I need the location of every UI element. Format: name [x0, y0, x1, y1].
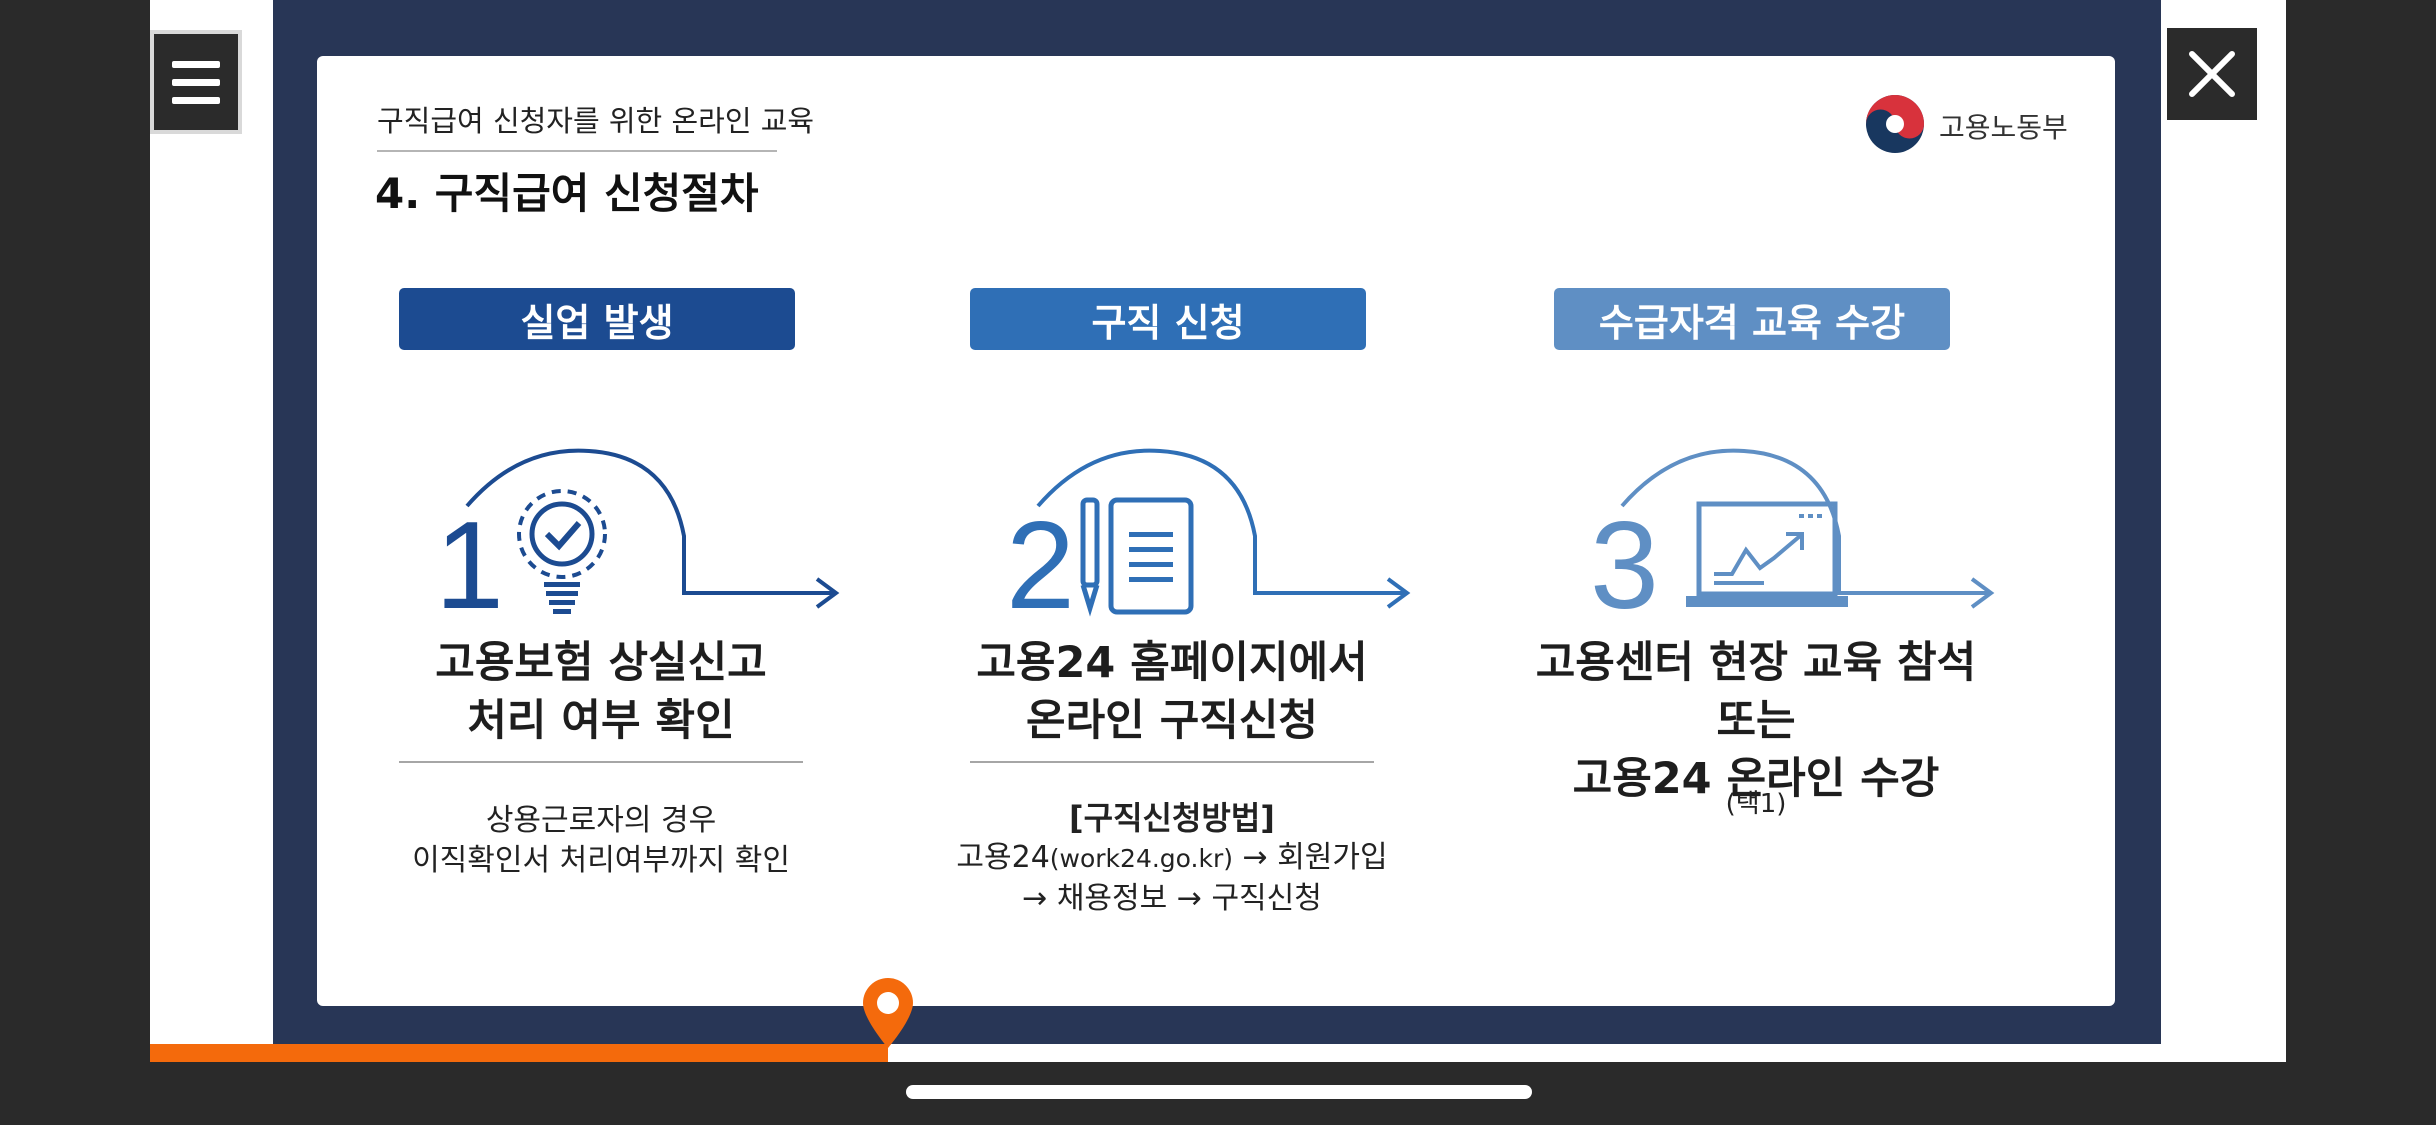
step-2-label: 구직 신청 [970, 288, 1366, 350]
step-1-graphic: 1 [435, 448, 840, 626]
step-3-number: 3 [1590, 497, 1659, 626]
step-2-note: [구직신청방법] 고용24(work24.go.kr) → 회원가입 → 채용정… [956, 799, 1388, 916]
step-3-label: 수급자격 교육 수강 [1554, 288, 1950, 350]
step-3-note: (택1) [1725, 789, 1787, 819]
slide-subtitle: 구직급여 신청자를 위한 온라인 교육 [377, 98, 814, 152]
ministry-name: 고용노동부 [1939, 111, 2068, 144]
home-indicator [906, 1085, 1532, 1099]
close-x-icon [2189, 51, 2235, 97]
laptop-chart-icon [1686, 501, 1848, 607]
lightbulb-check-icon [517, 489, 607, 614]
progress-handle[interactable] [859, 975, 917, 1051]
slide-content: 구직급여 신청자를 위한 온라인 교육 4. 구직급여 신청절차 고용노동부 실… [317, 56, 2115, 1006]
step-2-divider [970, 761, 1374, 763]
step-1-title: 고용보험 상실신고 처리 여부 확인 [435, 638, 767, 746]
step-2-number: 2 [1006, 497, 1075, 626]
step-1-divider [399, 761, 803, 763]
step-2-title: 고용24 홈페이지에서 온라인 구직신청 [976, 638, 1368, 746]
step-1-note: 상용근로자의 경우 이직확인서 처리여부까지 확인 [412, 803, 790, 878]
hamburger-menu-icon [172, 60, 220, 68]
step-3-graphic: 3 [1590, 448, 1995, 626]
step-1-label: 실업 발생 [399, 288, 795, 350]
step-3-title: 고용센터 현장 교육 참석 또는 고용24 온라인 수강 [1535, 638, 1977, 804]
progress-fill [150, 1044, 888, 1062]
pen-document-icon [1080, 497, 1194, 617]
slide-heading: 4. 구직급여 신청절차 [375, 169, 759, 218]
step-2-graphic: 2 [1006, 448, 1411, 626]
close-button[interactable] [2167, 28, 2257, 120]
ministry-logo: 고용노동부 [1865, 94, 2068, 158]
step-1-number: 1 [435, 497, 504, 626]
hamburger-menu-button[interactable] [150, 30, 242, 134]
taegeuk-emblem-icon [1865, 94, 1925, 158]
